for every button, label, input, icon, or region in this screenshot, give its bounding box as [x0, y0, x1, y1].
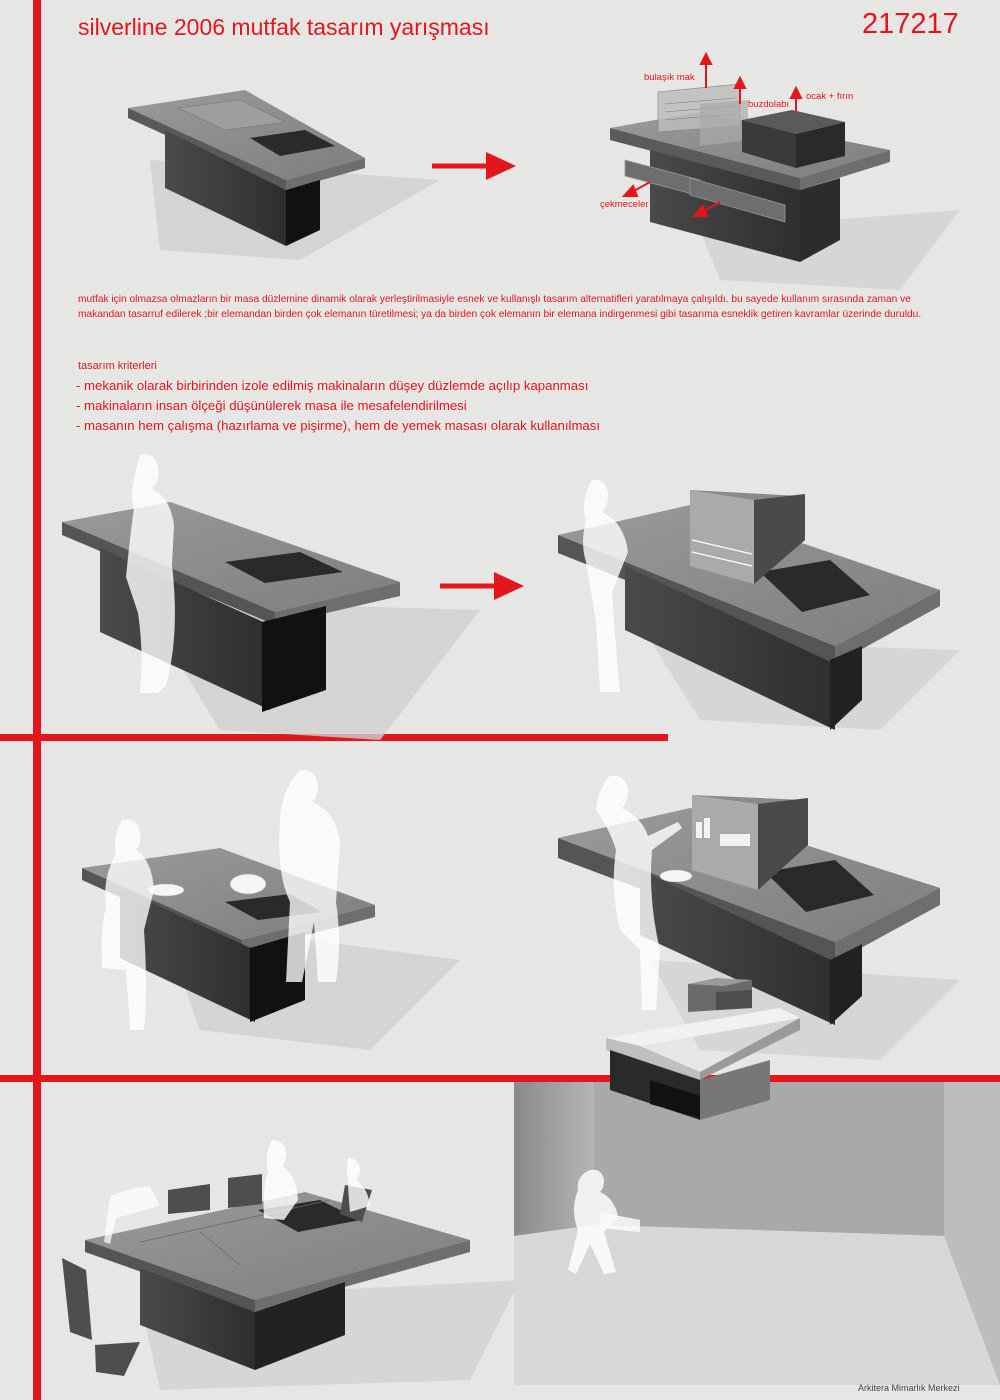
table-closed-render	[128, 90, 440, 260]
label-fridge: buzdolabı	[748, 99, 790, 110]
criteria-item: - masanın hem çalışma (hazırlama ve pişi…	[76, 418, 601, 433]
criteria-item: - mekanik olarak birbirinden izole edilm…	[76, 378, 589, 393]
table-with-person-render	[62, 454, 480, 740]
dining-table-render	[62, 1140, 520, 1390]
label-stove: ocak + fırın	[806, 91, 854, 102]
arrow-head-icon	[486, 152, 516, 180]
project-description: mutfak için olmazsa olmazların bir masa …	[78, 294, 922, 320]
table-two-people-render	[82, 769, 460, 1050]
entry-code: 217217	[862, 8, 959, 40]
credit-watermark: Arkitera Mimarlık Merkezi	[858, 1383, 960, 1393]
red-divider-2	[0, 1075, 1000, 1082]
red-divider-1	[0, 734, 668, 741]
red-vertical-line	[33, 0, 41, 1400]
criteria-item: - makinaların insan ölçeği düşünülerek m…	[76, 398, 467, 413]
interior-room-render	[514, 978, 1000, 1385]
arrow-head-icon-2	[494, 572, 524, 600]
poster-title: silverline 2006 mutfak tasarım yarışması	[78, 14, 490, 40]
direction-arrows	[621, 51, 803, 217]
label-drawers: çekmeceler	[600, 199, 649, 210]
label-dishwasher: bulaşık mak	[644, 72, 695, 83]
table-open-with-person-render	[558, 479, 960, 730]
criteria-heading: tasarım kriterleri	[78, 360, 157, 372]
table-exploded-render	[610, 83, 960, 290]
